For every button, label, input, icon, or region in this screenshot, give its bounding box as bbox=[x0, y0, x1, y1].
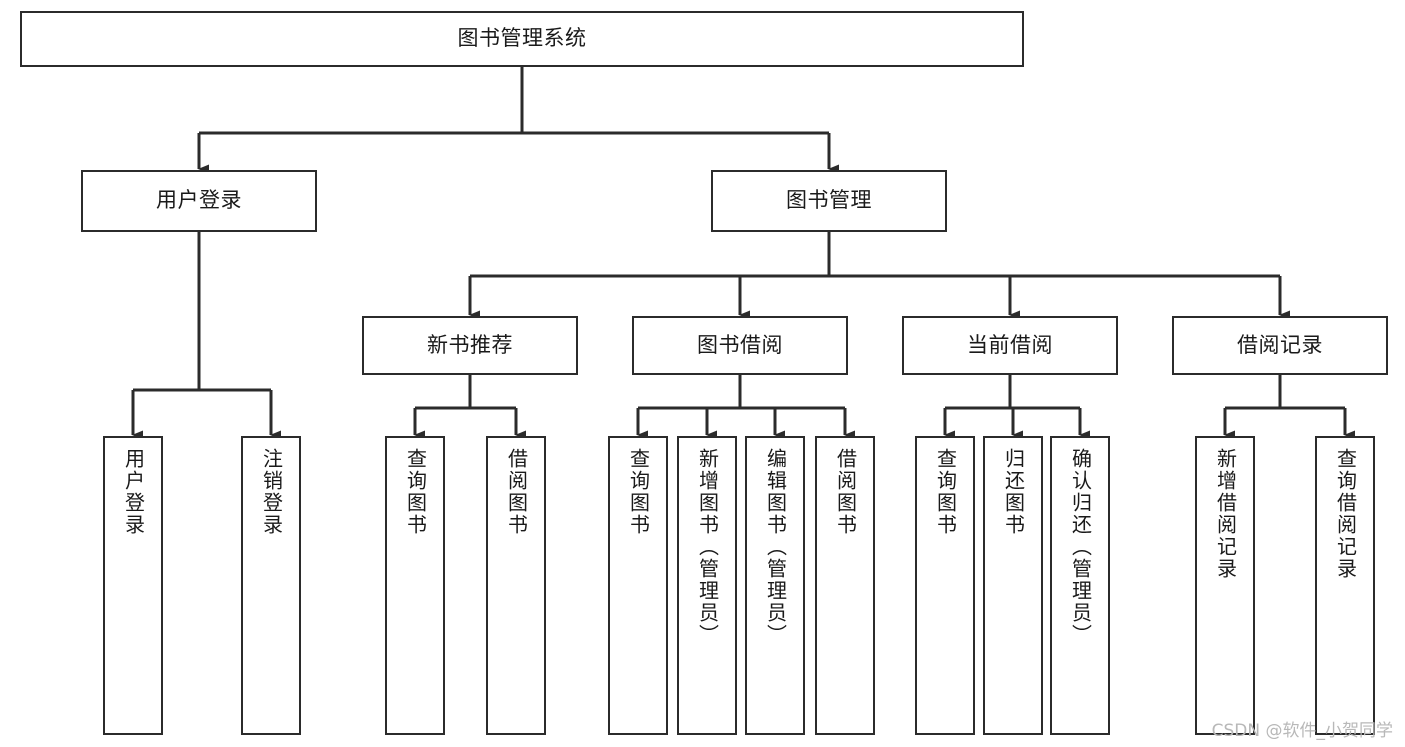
node-leaf-logout[interactable]: 注销登录 bbox=[241, 436, 301, 735]
node-label-leaf-return: 归还图书 bbox=[1001, 448, 1026, 536]
node-borrow-record[interactable]: 借阅记录 bbox=[1172, 316, 1388, 375]
node-leaf-query-2[interactable]: 查询图书 bbox=[608, 436, 668, 735]
node-label-borrow-record: 借阅记录 bbox=[1237, 332, 1323, 357]
node-leaf-confirm[interactable]: 确认归还（管理员） bbox=[1050, 436, 1110, 735]
node-label-leaf-login: 用户登录 bbox=[121, 448, 146, 536]
node-book-manage[interactable]: 图书管理 bbox=[711, 170, 947, 232]
node-label-leaf-query-3: 查询图书 bbox=[933, 448, 958, 536]
node-label-book-manage: 图书管理 bbox=[786, 188, 872, 213]
node-label-user-login: 用户登录 bbox=[156, 188, 242, 213]
node-current-borrow[interactable]: 当前借阅 bbox=[902, 316, 1118, 375]
node-leaf-query-3[interactable]: 查询图书 bbox=[915, 436, 975, 735]
node-book-borrow[interactable]: 图书借阅 bbox=[632, 316, 848, 375]
node-new-book-rec[interactable]: 新书推荐 bbox=[362, 316, 578, 375]
node-leaf-query-1[interactable]: 查询图书 bbox=[385, 436, 445, 735]
node-leaf-add-book[interactable]: 新增图书（管理员） bbox=[677, 436, 737, 735]
node-label-leaf-logout: 注销登录 bbox=[259, 448, 284, 536]
node-leaf-login[interactable]: 用户登录 bbox=[103, 436, 163, 735]
node-label-leaf-borrow-1: 借阅图书 bbox=[504, 448, 529, 536]
node-root[interactable]: 图书管理系统 bbox=[20, 11, 1024, 67]
node-leaf-add-record[interactable]: 新增借阅记录 bbox=[1195, 436, 1255, 735]
node-label-leaf-query-record: 查询借阅记录 bbox=[1333, 448, 1358, 580]
node-label-leaf-confirm: 确认归还（管理员） bbox=[1068, 448, 1093, 646]
node-label-leaf-add-record: 新增借阅记录 bbox=[1213, 448, 1238, 580]
node-label-leaf-edit-book: 编辑图书（管理员） bbox=[763, 448, 788, 646]
node-label-leaf-borrow-2: 借阅图书 bbox=[833, 448, 858, 536]
node-label-current-borrow: 当前借阅 bbox=[967, 332, 1053, 357]
node-label-leaf-query-2: 查询图书 bbox=[626, 448, 651, 536]
node-leaf-edit-book[interactable]: 编辑图书（管理员） bbox=[745, 436, 805, 735]
node-label-book-borrow: 图书借阅 bbox=[697, 332, 783, 357]
node-label-leaf-add-book: 新增图书（管理员） bbox=[695, 448, 720, 646]
node-user-login[interactable]: 用户登录 bbox=[81, 170, 317, 232]
node-leaf-return[interactable]: 归还图书 bbox=[983, 436, 1043, 735]
node-label-root: 图书管理系统 bbox=[457, 26, 587, 51]
node-leaf-query-record[interactable]: 查询借阅记录 bbox=[1315, 436, 1375, 735]
node-label-new-book-rec: 新书推荐 bbox=[427, 332, 513, 357]
node-leaf-borrow-2[interactable]: 借阅图书 bbox=[815, 436, 875, 735]
node-leaf-borrow-1[interactable]: 借阅图书 bbox=[486, 436, 546, 735]
node-label-leaf-query-1: 查询图书 bbox=[403, 448, 428, 536]
edges-group bbox=[131, 67, 1355, 440]
